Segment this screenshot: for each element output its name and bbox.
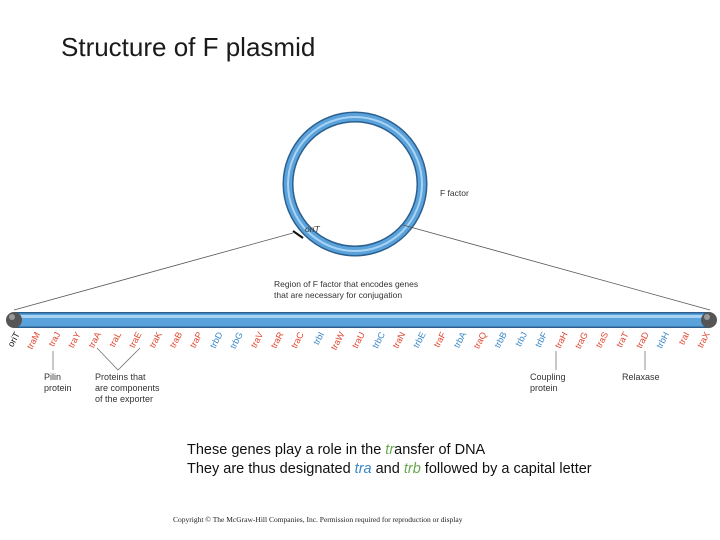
bar-end-right-shine [704,314,710,320]
gene-label-tram: traM [25,330,42,351]
gene-label-trbh: trbH [654,330,671,350]
gene-label-tral: traL [107,330,123,348]
gene-label-trbg: trbG [228,330,245,350]
region-label-line1: Region of F factor that encodes genes [274,279,418,289]
caption-tra: tra [354,461,372,477]
bar-end-right [701,312,717,328]
orit-mark [292,230,304,239]
gene-label-trax: traX [695,330,712,349]
exporter-label-line2: are components [95,383,160,393]
gene-label-trbf: trbF [533,330,550,349]
gene-label-trab: traB [168,330,185,349]
gene-bar-highlight [14,315,710,318]
gene-label-trbb: trbB [492,330,509,349]
gene-label-trah: traH [553,330,570,350]
caption-line-2: They are thus designated tra and trb fol… [187,460,592,479]
coupling-label-line1: Coupling [530,372,566,382]
gene-label-trap: traP [188,330,205,349]
gene-label-trav: traV [249,330,266,349]
gene-label-traf: traF [432,330,449,349]
gene-label-trau: traU [350,330,367,350]
gene-label-trae: traE [127,330,144,349]
caption-line1-a: These genes play a role in the [187,442,386,458]
caption-line1-tr: tr [385,442,395,458]
gene-label-trai: traI [677,330,692,346]
gene-label-trbi: trbI [311,330,326,346]
orit-circle-label: oriT [305,224,320,234]
exporter-label-line1: Proteins that [95,372,146,382]
gene-label-trbj: trbJ [513,330,529,348]
pilin-label-line1: Pilin [44,372,61,382]
page-title: Structure of F plasmid [61,32,316,62]
caption-and: and [371,461,404,477]
gene-label-tran: traN [391,330,408,350]
caption-line2-a: They are thus designated [187,461,355,477]
gene-label-trbc: trbC [370,330,387,350]
gene-label-trbd: trbD [208,330,225,350]
caption-trb: trb [403,461,421,477]
gene-label-tras: traS [594,330,611,349]
gene-label-traw: traW [329,330,347,352]
gene-label-traq: traQ [472,330,489,350]
gene-label-trad: traD [634,330,651,350]
gene-label-trag: traG [573,330,590,350]
gene-label-trbe: trbE [411,330,428,349]
plasmid-ring-highlight [287,116,423,252]
caption: These genes play a role in the transfer … [187,441,592,479]
gene-label-trak: traK [147,330,164,349]
gene-label-tray: traY [66,330,83,349]
annotation-lines [52,347,646,371]
gene-label-traa: traA [86,330,103,349]
relaxase-label: Relaxase [622,372,660,382]
caption-line2-c: followed by a capital letter [420,461,592,477]
pilin-label-line2: protein [44,383,72,393]
expansion-line-left [13,232,294,311]
exporter-pointer [96,347,141,371]
expansion-line-right [402,224,711,311]
bar-end-left-shine [9,314,15,320]
copyright-notice: Copyright © The McGraw-Hill Companies, I… [173,515,463,524]
gene-label-trba: trbA [452,330,469,349]
caption-line1-c: ansfer of DNA [394,442,486,458]
gene-label-orit: oriT [6,330,22,349]
gene-label-traj: traJ [46,330,62,348]
caption-line-1: These genes play a role in the transfer … [187,441,592,460]
exporter-label-line3: of the exporter [95,394,153,404]
gene-label-trat: traT [614,330,631,349]
bar-end-left [6,312,22,328]
gene-label-trac: traC [289,330,306,350]
region-label-line2: that are necessary for conjugation [274,290,402,300]
f-factor-label: F factor [440,188,469,198]
coupling-label-line2: protein [530,383,558,393]
gene-label-trar: traR [269,330,286,350]
